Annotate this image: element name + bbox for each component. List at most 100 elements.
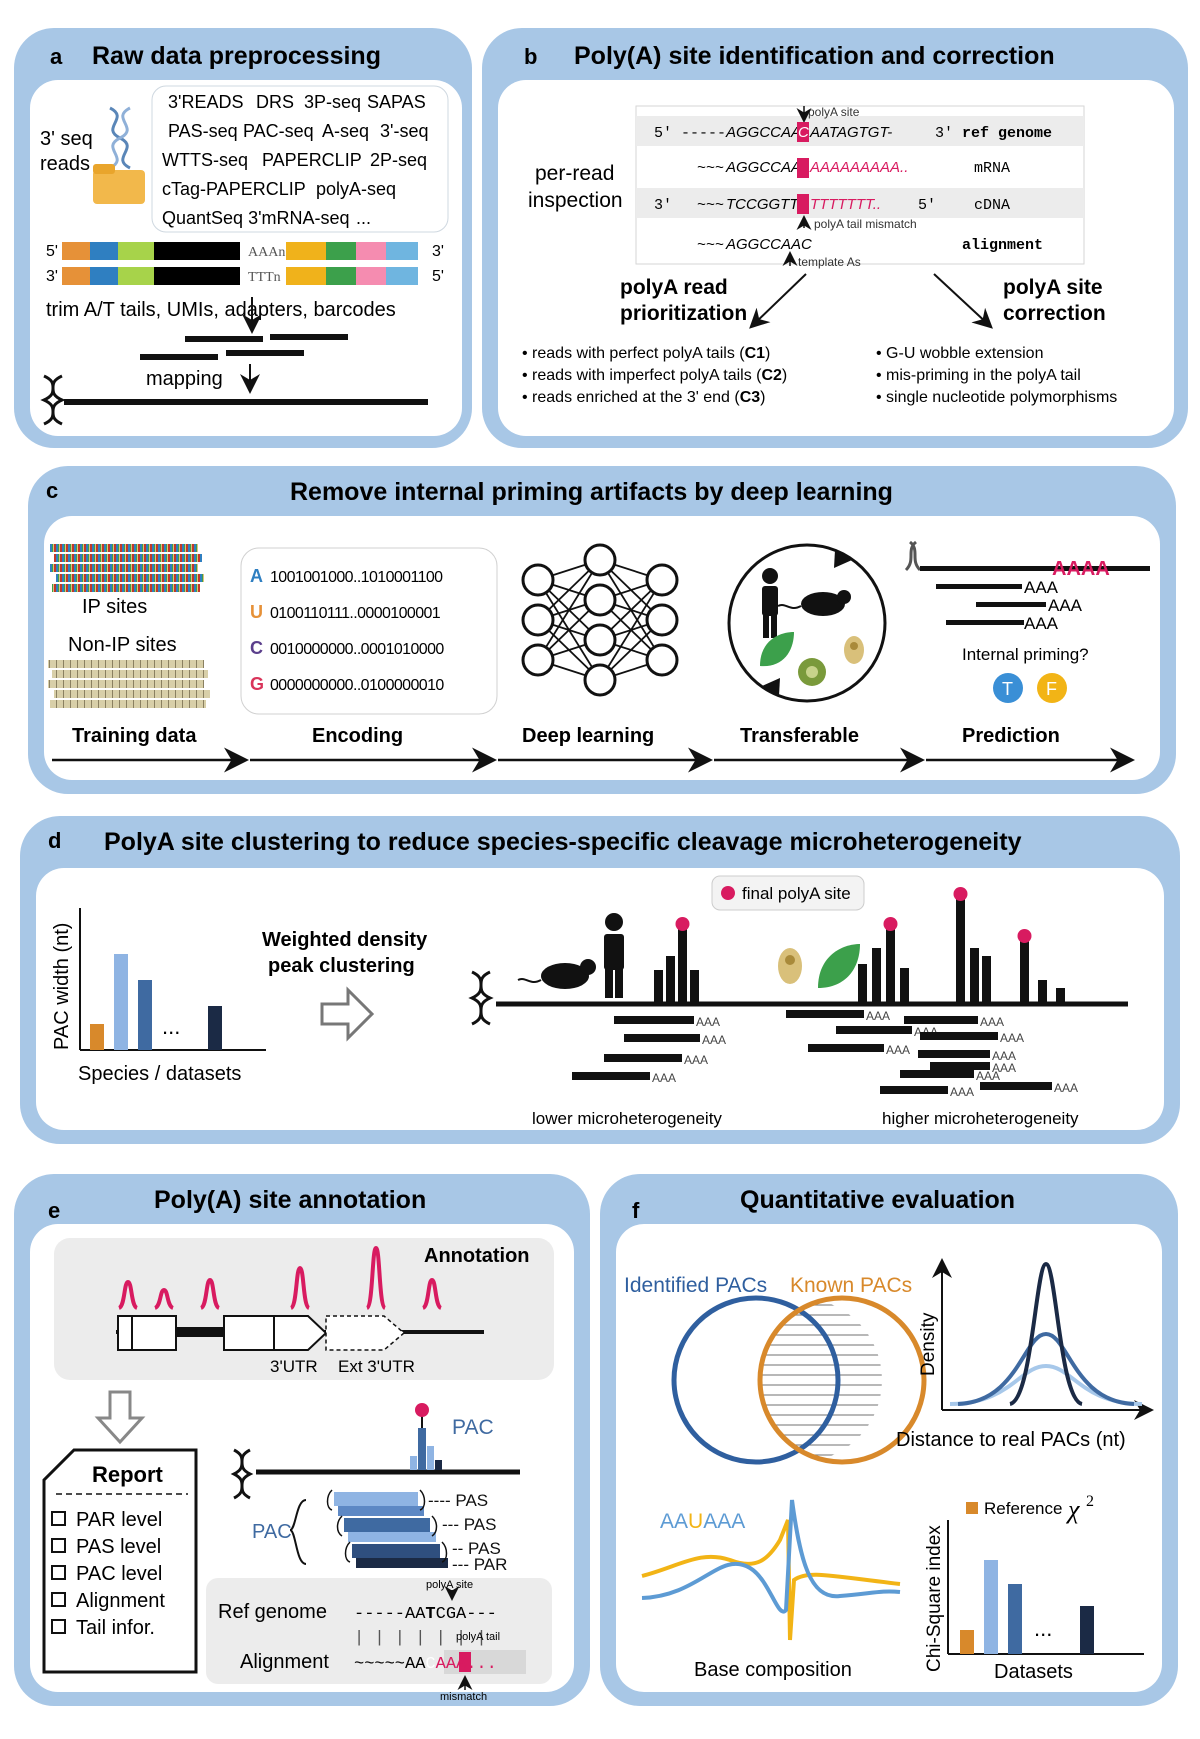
pac-histogram [410,1403,442,1470]
strand-segment [386,242,418,260]
motif-label: AAUAAA [660,1510,745,1533]
final-site-dot [1017,929,1032,943]
read-bar [572,1072,650,1080]
prediction-read-tail: AAA [1024,578,1059,597]
datasets-axis-label: Datasets [994,1661,1073,1683]
prioritization-title-1: polyA read [620,276,728,299]
dna-small-icon [904,540,922,572]
panel-d-title: PolyA site clustering to reduce species-… [104,828,1022,856]
peak-bar [666,956,675,1004]
read-tail: AAA [976,1069,1000,1083]
peak-bar [982,956,991,1004]
encoding-box [240,547,498,715]
pac-width-bar [208,1006,222,1050]
read-bar [604,1054,682,1062]
chi-ellipsis: ... [1034,1616,1052,1641]
checkbox[interactable] [51,1592,66,1607]
report-title: Report [92,1462,164,1487]
density-plot: Density Distance to real PACs (nt) [896,1258,1154,1451]
encoding-base: A [250,566,263,586]
correction-arrow [933,273,993,329]
protocol-text: SAPAS [367,92,426,112]
false-badge-label: F [1046,679,1057,699]
protocol-text: 3'READS [168,92,243,112]
panel-f-letter: f [632,1198,640,1223]
nn-node [645,643,679,677]
checkbox[interactable] [51,1619,66,1634]
final-site-dot [953,887,968,901]
polya-tail-highlight [444,1650,526,1674]
non-ip-sites-label: Non-IP sites [68,634,177,656]
read-bar [900,1070,974,1078]
down-arrow-icon [94,1390,146,1445]
peak-bar [858,964,867,1004]
annotation-peak [117,1279,139,1310]
base-composition-label: Base composition [694,1659,852,1681]
chi-bar [1080,1606,1094,1654]
read-tail: AAA [866,1009,890,1023]
chi-symbol: χ [1065,1495,1080,1524]
prediction-read-tail: AAA [1048,596,1083,615]
panel-e-title: Poly(A) site annotation [154,1186,426,1214]
read-tail: AAA [652,1071,676,1085]
protocol-text: DRS [256,92,294,112]
read-tail: AAA [992,1049,1016,1063]
strand-bottom [62,267,418,285]
mismatch-highlight [459,1652,471,1672]
cdna-3prime: 3′ [654,197,672,214]
chi-square-chart: Chi-Square index Reference χ 2 ... Datas… [924,1493,1144,1683]
panel-b: b Poly(A) site identification and correc… [482,28,1188,448]
protocol-text: 3'-seq [380,121,428,141]
prioritization-arrow [749,273,807,329]
ext-utr-label: Ext 3'UTR [338,1357,415,1376]
panel-f-body [616,1224,1162,1692]
true-badge-label: T [1002,679,1013,699]
panel-d-letter: d [48,828,61,853]
protocol-text: polyA-seq [316,179,396,199]
ref-genome-label: Ref genome [218,1601,327,1623]
encoding-base: U [250,602,263,622]
chi-superscript: 2 [1086,1493,1094,1510]
annotation-peak [365,1245,387,1310]
prediction-genome [920,566,1150,571]
checkbox[interactable] [51,1565,66,1580]
mrna-seq: AGGCCAA [725,159,801,176]
clustering-arrow-icon [320,986,375,1042]
pac-brace [289,1499,307,1565]
nn-node [645,603,679,637]
annotation-peak [421,1277,443,1310]
final-site-dot [675,917,690,931]
nn-node [583,543,617,577]
encoding-bits: 0000000000..0100000010 [270,677,444,694]
step-encoding: Encoding [312,725,403,747]
checkbox[interactable] [51,1511,66,1526]
alignment-prefix: ~~~ [697,237,724,254]
per-read-label-2: inspection [528,189,623,212]
panel-a-letter: a [50,44,63,69]
panel-f-title: Quantitative evaluation [740,1186,1015,1214]
nn-node [645,563,679,597]
nn-node [521,603,555,637]
correction-title-1: polyA site [1003,276,1103,299]
strand-bottom-3prime: 3' [46,268,58,285]
strand-segment [62,267,90,285]
panel-d: d PolyA site clustering to reduce specie… [20,816,1180,1144]
encoding-base: G [250,674,264,694]
mouse-icon [517,959,596,989]
strand-bottom-5prime: 5' [432,268,444,285]
step-training-data: Training data [72,725,197,747]
report-card: Report PAR level PAS level PAC level Ali… [42,1448,198,1674]
correction-item: • mis-priming in the polyA tail [876,367,1081,384]
strand-segment [286,242,326,260]
read-tail: AAA [702,1033,726,1047]
annotation-peak [289,1265,311,1310]
pac-label-left: PAC [252,1521,292,1543]
step-deep-learning: Deep learning [522,725,654,747]
dna-icon [40,374,66,426]
polya-site-caption: polyA site [426,1579,473,1591]
correction-item: • G-U wobble extension [876,345,1043,362]
read-tail: AAA [696,1015,720,1029]
genome-3prime: 3′ [935,125,953,142]
checkbox[interactable] [51,1538,66,1553]
